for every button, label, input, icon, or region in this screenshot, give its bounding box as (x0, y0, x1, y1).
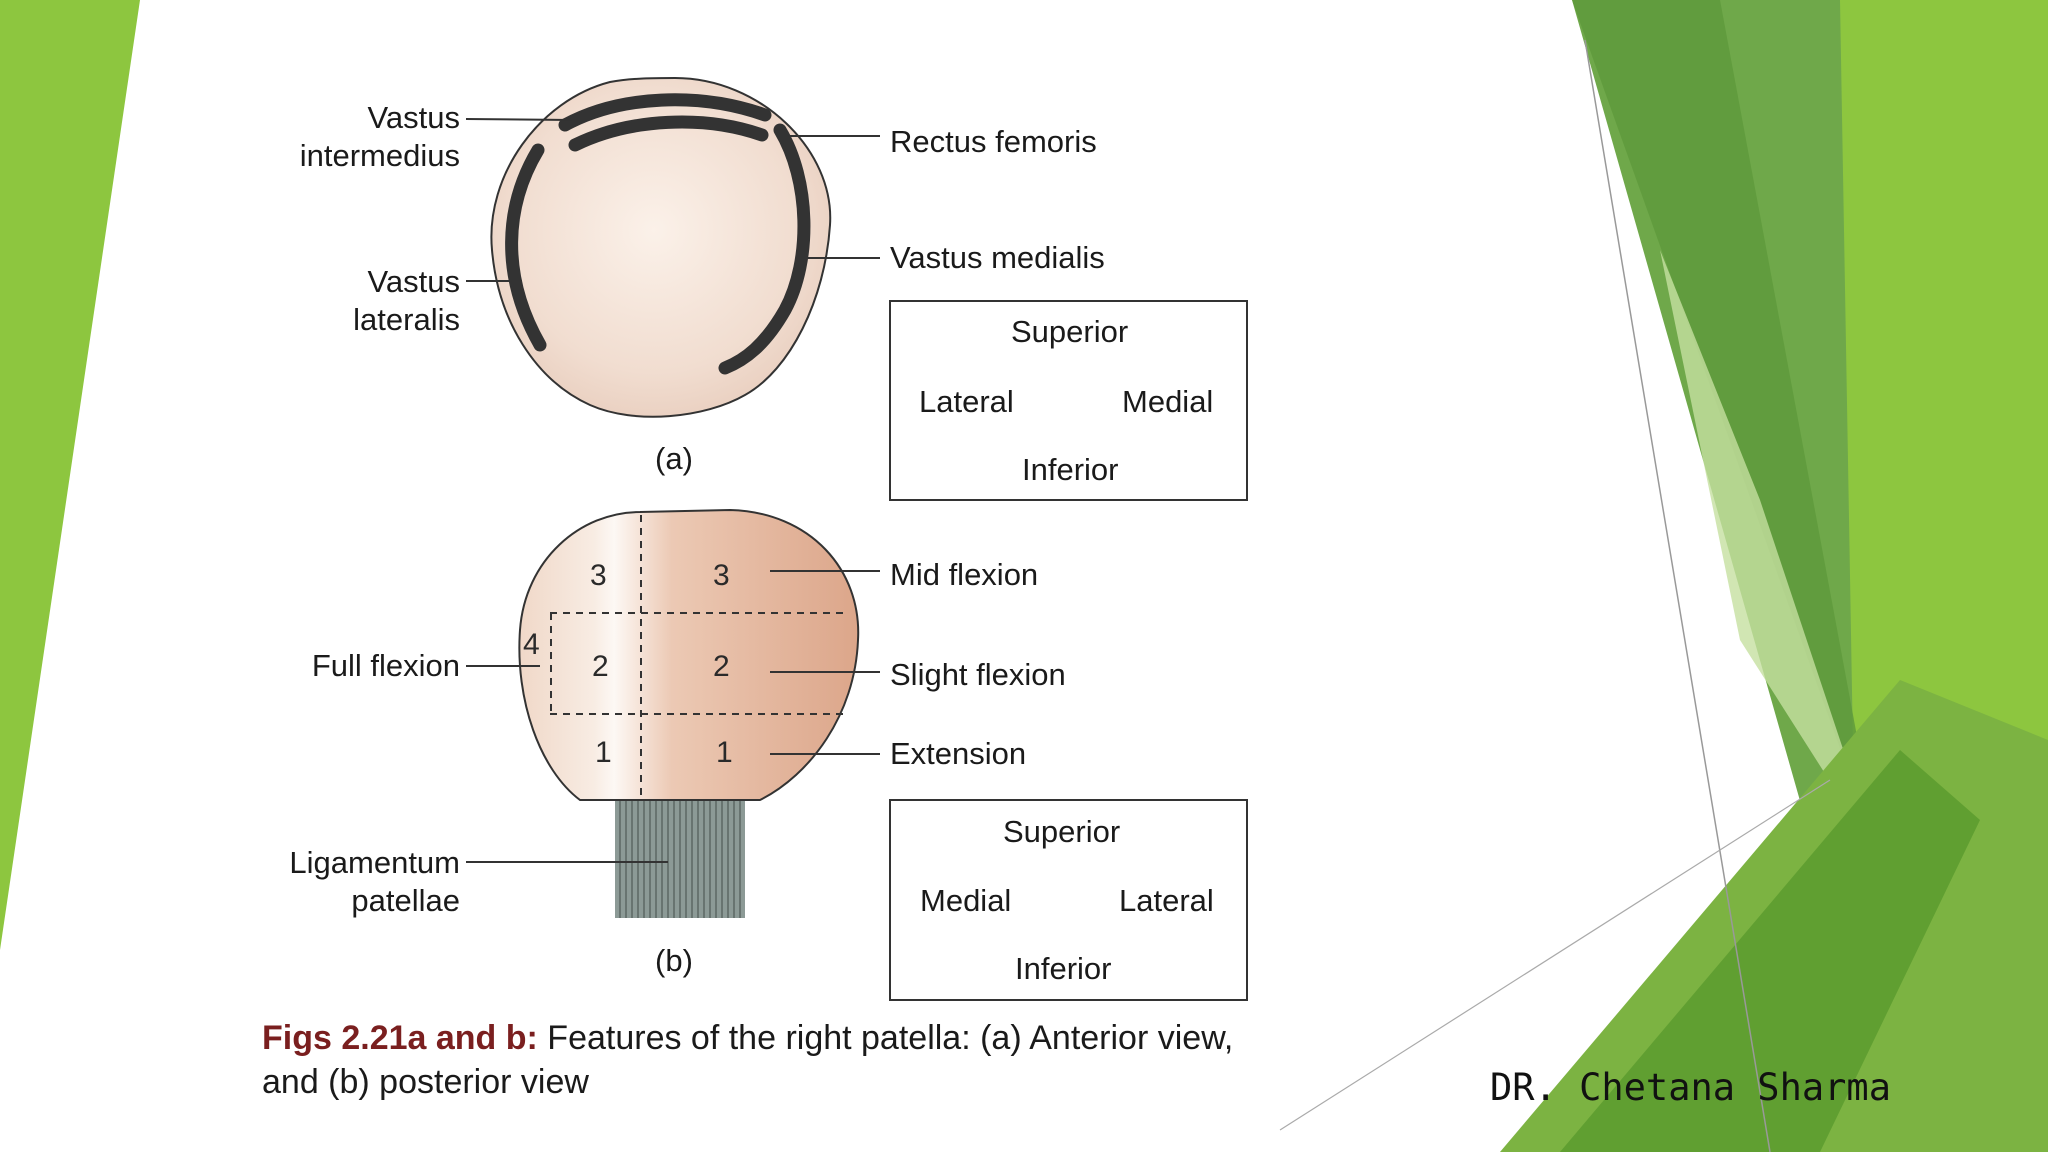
label-ligamentum-patellae: Ligamentum patellae (230, 844, 460, 920)
facet-number-1-right: 1 (716, 736, 733, 769)
label-line: patellae (351, 883, 460, 918)
left-green-band (0, 0, 140, 950)
label-extension: Extension (890, 736, 1027, 771)
facet-number-2-right: 2 (713, 650, 730, 683)
label-line: Ligamentum (289, 845, 460, 880)
orient-b-inferior: Inferior (1015, 951, 1112, 986)
label-slight-flexion: Slight flexion (890, 657, 1066, 692)
thin-line-2 (1279, 779, 1831, 1131)
orient-b-superior: Superior (1003, 814, 1121, 849)
facet-number-4: 4 (523, 628, 540, 661)
ligamentum-patellae-shape (615, 800, 745, 918)
author-name: DR. Chetana Sharma (1490, 1066, 1891, 1109)
label-mid-flexion: Mid flexion (890, 557, 1039, 592)
facet-number-3-right: 3 (713, 559, 730, 592)
facet-number-3-left: 3 (590, 559, 607, 592)
facet-number-2-left: 2 (592, 650, 609, 683)
caption-line-1: Figs 2.21a and b: Features of the right … (262, 1016, 1312, 1060)
orient-a-superior: Superior (1011, 314, 1129, 349)
orient-a-inferior: Inferior (1022, 452, 1119, 487)
vastus-intermedius-band (558, 93, 772, 132)
caption-text-1: Features of the right patella: (a) Anter… (537, 1019, 1234, 1057)
label-vastus-medialis: Vastus medialis (890, 240, 1105, 275)
right-green-shape-4 (1660, 250, 1880, 860)
caption-figure-number: Figs 2.21a and b: (262, 1019, 538, 1057)
label-vastus-intermedius: Vastus intermedius (230, 99, 460, 175)
orient-b-lateral: Lateral (1119, 883, 1214, 918)
figure-caption: Figs 2.21a and b: Features of the right … (262, 1016, 1312, 1104)
vastus-lateralis-band (505, 143, 547, 352)
orient-b-medial: Medial (920, 883, 1012, 918)
panel-label-a: (a) (655, 441, 693, 476)
label-vastus-lateralis: Vastus lateralis (230, 263, 460, 339)
vastus-medialis-band (718, 123, 811, 375)
orientation-box-a (889, 300, 1248, 501)
orient-a-lateral: Lateral (919, 384, 1014, 419)
caption-text-2: and (b) posterior view (262, 1063, 589, 1101)
orientation-box-b (889, 799, 1248, 1001)
label-full-flexion: Full flexion (311, 648, 460, 683)
label-line: lateralis (353, 302, 460, 337)
patella-b-outline (518, 508, 860, 801)
panel-label-b: (b) (655, 943, 693, 978)
label-line: Vastus (367, 100, 460, 135)
rectus-femoris-band (568, 115, 769, 152)
leader-vastus-intermedius (465, 118, 573, 121)
right-green-shape-6 (1560, 750, 1980, 1152)
thin-line-1 (1584, 39, 1771, 1152)
label-line: Vastus (367, 264, 460, 299)
label-rectus-femoris: Rectus femoris (890, 124, 1097, 159)
patella-a-outline (490, 76, 832, 418)
facet-number-1-left: 1 (595, 736, 612, 769)
label-line: intermedius (299, 138, 460, 173)
orient-a-medial: Medial (1122, 384, 1214, 419)
